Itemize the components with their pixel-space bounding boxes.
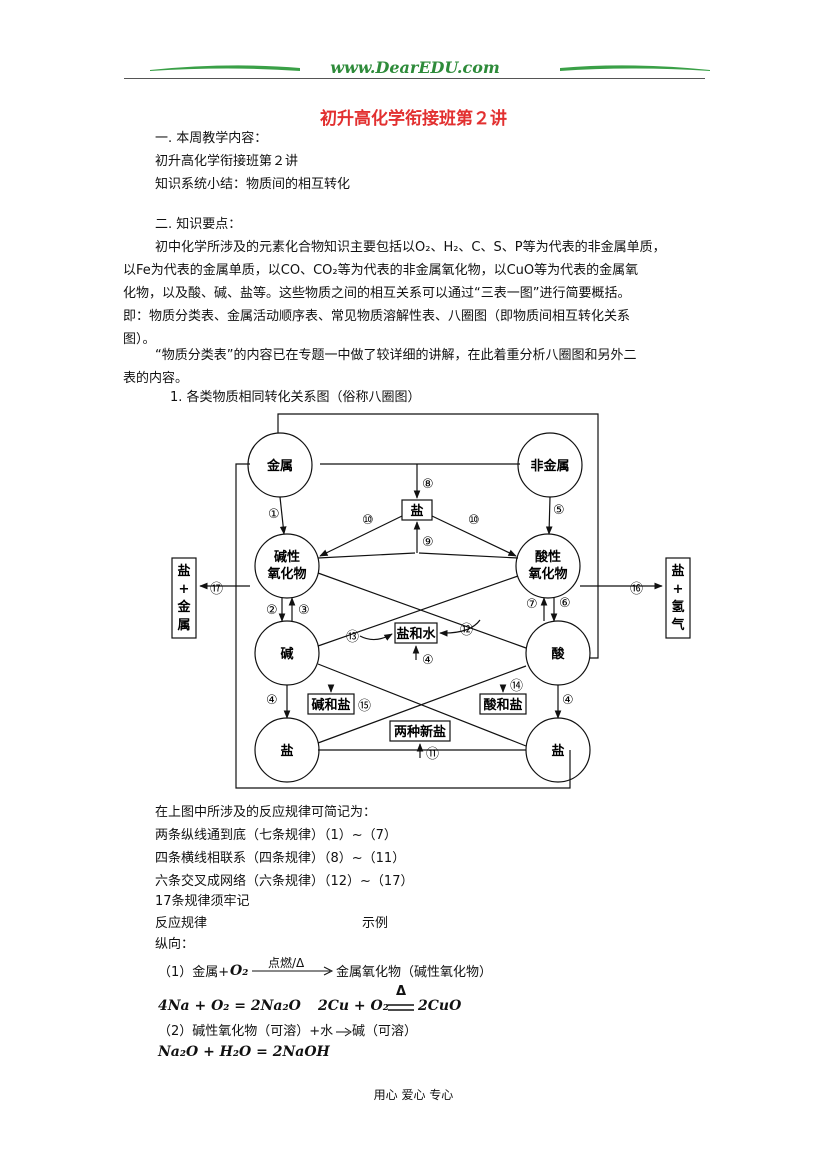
- num-16: ⑯: [630, 582, 643, 597]
- num-7: ⑦: [526, 597, 538, 612]
- para2-line1: “物质分类表”的内容已在专题一中做了较详细的讲解，在此着重分析八圈图和另外二: [155, 348, 637, 363]
- eq1-example2-left: 2Cu + O₂: [318, 998, 389, 1014]
- vertical-label: 纵向：: [155, 937, 195, 952]
- left-box-l2: +: [179, 582, 190, 597]
- eight-circle-diagram: 金属 非金属 碱性 氧化物 酸性 氧化物 碱 酸 盐 盐 盐 盐和水 碱和盐 酸…: [171, 413, 691, 789]
- label-acid-salt: 酸和盐: [483, 697, 522, 713]
- num-17: ⑰: [210, 582, 223, 597]
- num-4a: ④: [266, 693, 278, 708]
- label-acidic-oxide-1: 酸性: [535, 549, 561, 565]
- site-logo: www.DearEDU.com: [330, 58, 500, 77]
- circle-basic-oxide: [254, 533, 320, 599]
- rule-4: 17条规律须牢记: [155, 894, 250, 909]
- rule-3: 六条交叉成网络（六条规律）（12）~（17）: [155, 874, 414, 889]
- num-3: ③: [298, 603, 310, 618]
- eq2-right: 碱（可溶）: [352, 1024, 418, 1039]
- num-15: ⑮: [358, 699, 371, 714]
- rules-intro: 在上图中所涉及的反应规律可简记为：: [155, 805, 377, 820]
- rule-1: 两条纵线通到底（七条规律）（1）~（7）: [155, 828, 397, 843]
- box-acid-salt: [479, 693, 527, 715]
- label-salt-right: 盐: [551, 743, 564, 759]
- num-10b: ⑩: [468, 513, 480, 528]
- eq1-example1: 4Na + O₂ = 2Na₂O: [158, 998, 301, 1014]
- para1-line3: 化物，以及酸、碱、盐等。这些物质之间的相互关系可以通过“三表一图”进行简要概括。: [123, 286, 631, 301]
- box-salt-water: [394, 622, 438, 644]
- box-salt-top: [401, 499, 433, 521]
- label-two-new-salts: 两种新盐: [394, 724, 446, 740]
- col-header-rule: 反应规律: [155, 916, 208, 931]
- label-base: 碱: [280, 646, 293, 662]
- eq1-example2-right: 2CuO: [418, 998, 462, 1014]
- right-box-l2: +: [673, 582, 684, 597]
- box-salt-metal: [171, 557, 197, 639]
- section2-heading: 二. 知识要点：: [155, 217, 242, 232]
- rule-2: 四条横线相联系（四条规律）（8）~（11）: [155, 851, 406, 866]
- num-14: ⑭: [510, 679, 523, 694]
- num-8: ⑧: [422, 477, 434, 492]
- num-12: ⑫: [460, 623, 473, 638]
- circle-acidic-oxide: [515, 533, 581, 599]
- right-box-l4: 气: [671, 617, 684, 633]
- left-box-l1: 盐: [177, 563, 190, 579]
- num-13: ⑬: [346, 630, 359, 645]
- eq1-example2-delta: Δ: [396, 984, 407, 999]
- label-basic-oxide-2: 氧化物: [266, 566, 306, 582]
- label-metal: 金属: [266, 458, 293, 474]
- eq2-arrow: [336, 1027, 352, 1037]
- num-4b: ④: [422, 653, 434, 668]
- num-11: ⑪: [426, 747, 439, 762]
- eq1-o2: O₂: [230, 963, 249, 979]
- label-basic-oxide-1: 碱性: [274, 549, 300, 565]
- para2-line2: 表的内容。: [123, 371, 189, 386]
- num-10a: ⑩: [362, 513, 374, 528]
- left-box-l4: 属: [177, 618, 190, 633]
- item1: 1. 各类物质相同转化关系图（俗称八圈图）: [170, 390, 421, 405]
- num-5: ⑤: [553, 503, 565, 518]
- num-9: ⑨: [422, 535, 434, 550]
- left-box-l3: 金: [176, 599, 191, 615]
- page-title: 初升高化学衔接班第２讲: [320, 109, 507, 129]
- num-6: ⑥: [559, 596, 571, 611]
- num-1: ①: [268, 507, 280, 522]
- box-salt-hydrogen: [665, 557, 691, 639]
- eq1-example2-equals: [388, 1004, 414, 1011]
- label-base-salt: 碱和盐: [311, 697, 350, 713]
- eq1-left: （1）金属+: [158, 965, 230, 980]
- section1-heading: 一. 本周教学内容：: [155, 131, 268, 146]
- label-acid: 酸: [551, 646, 565, 662]
- section1-line2: 知识系统小结：物质间的相互转化: [155, 177, 351, 192]
- header-rule: [124, 78, 705, 79]
- right-box-l3: 氢: [671, 599, 684, 615]
- para1-line5: 图）。: [123, 332, 156, 347]
- label-salt-water: 盐和水: [396, 626, 436, 642]
- eq1-right: 金属氧化物（碱性氧化物）: [336, 965, 493, 980]
- para1-line2: 以Fe为代表的金属单质，以CO、CO₂等为代表的非金属氧化物，以CuO等为代表的…: [123, 263, 639, 278]
- eq2-example: Na₂O + H₂O = 2NaOH: [158, 1044, 330, 1060]
- section1-line1: 初升高化学衔接班第２讲: [155, 154, 299, 169]
- para1-line4: 即：物质分类表、金属活动顺序表、常见物质溶解性表、八圈图（即物质间相互转化关系: [123, 309, 631, 324]
- para1-line1: 初中化学所涉及的元素化合物知识主要包括以O₂、H₂、C、S、P等为代表的非金属单…: [155, 240, 666, 255]
- eq1-condition: 点燃/Δ: [268, 956, 305, 970]
- eq1-arrow: [252, 966, 334, 976]
- box-base-salt: [307, 693, 355, 715]
- eq2-left: （2）碱性氧化物（可溶）+水: [158, 1024, 334, 1039]
- right-box-l1: 盐: [671, 563, 684, 579]
- num-4c: ④: [562, 693, 574, 708]
- box-two-new-salts: [389, 720, 451, 742]
- col-header-example: 示例: [362, 916, 389, 931]
- label-nonmetal: 非金属: [530, 458, 569, 474]
- page-footer: 用心 爱心 专心: [373, 1088, 454, 1102]
- label-acidic-oxide-2: 氧化物: [527, 566, 567, 582]
- label-salt-left: 盐: [280, 743, 293, 759]
- header-swoosh: [150, 65, 710, 71]
- label-salt-top: 盐: [410, 503, 423, 519]
- num-2: ②: [266, 603, 278, 618]
